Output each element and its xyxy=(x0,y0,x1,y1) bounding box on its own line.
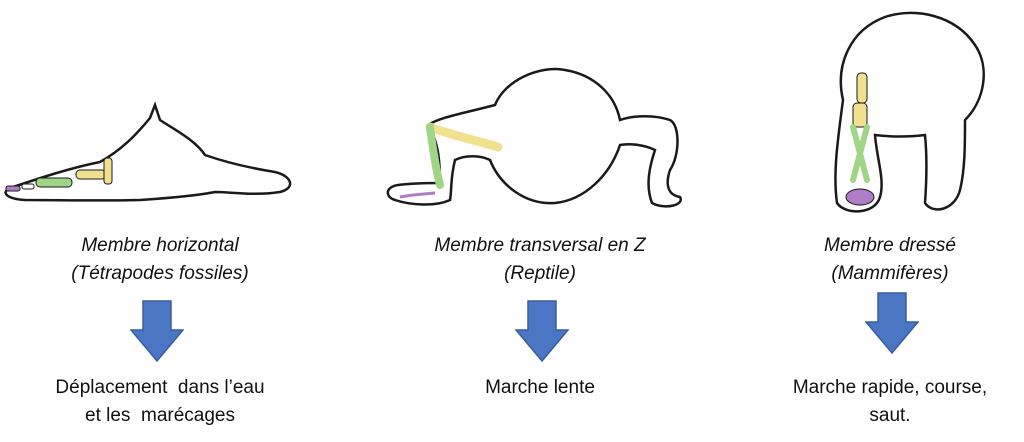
caption-line: Membre horizontal xyxy=(81,235,239,256)
result-line: Déplacement dans l’eau xyxy=(55,377,265,398)
horizontal-limb-animal-icon xyxy=(4,101,292,202)
sprawling-z-limb-reptile-icon xyxy=(386,67,683,208)
down-arrow-icon xyxy=(130,300,184,362)
caption-erect: Membre dressé (Mammifères) xyxy=(780,232,1000,288)
down-arrow-icon xyxy=(865,292,919,354)
result-line: Marche rapide, course, xyxy=(792,377,988,398)
result-horizontal: Déplacement dans l’eau et les marécages xyxy=(35,374,285,430)
caption-line: Membre transversal en Z xyxy=(434,235,646,256)
down-arrow-icon xyxy=(515,300,569,362)
caption-transversal: Membre transversal en Z (Reptile) xyxy=(405,232,675,288)
caption-line: (Mammifères) xyxy=(831,263,949,284)
caption-line: (Reptile) xyxy=(504,263,576,284)
result-line: saut. xyxy=(869,405,911,426)
caption-line: (Tétrapodes fossiles) xyxy=(71,263,249,284)
erect-limb-mammal-icon xyxy=(834,11,985,213)
result-erect: Marche rapide, course, saut. xyxy=(775,374,1005,430)
result-transversal: Marche lente xyxy=(440,374,640,402)
caption-line: Membre dressé xyxy=(824,235,956,256)
caption-horizontal: Membre horizontal (Tétrapodes fossiles) xyxy=(40,232,280,288)
result-line: Marche lente xyxy=(485,377,595,398)
result-line: et les marécages xyxy=(85,405,235,426)
